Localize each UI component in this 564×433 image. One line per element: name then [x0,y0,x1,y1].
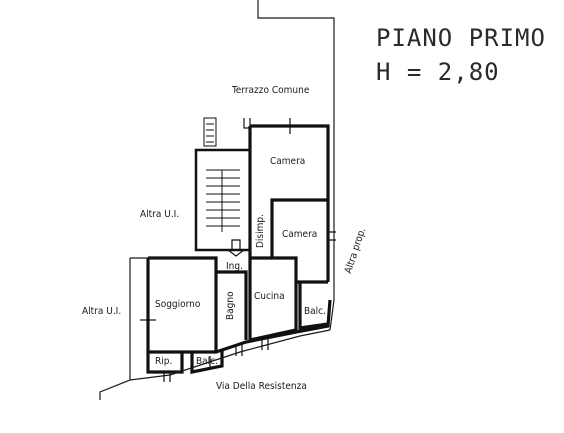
room-label-cucina: Cucina [254,291,285,302]
stair-landing [203,117,217,147]
wall-ripostiglio [146,352,184,374]
window-mark [328,231,336,241]
label-terrazzo-comune: Terrazzo Comune [232,85,310,96]
window-mark [286,118,294,134]
room-label-balcone-right: Balc. [304,306,326,317]
entrance-arrow [226,239,246,257]
room-label-camera-top: Camera [270,156,306,167]
boundary-other-unit-lower [99,258,131,400]
room-label-balcone-bottom: Balc. [196,356,218,367]
room-label-camera-right: Camera [282,229,318,240]
window-mark [235,344,243,356]
stair-upper-steps [206,123,214,143]
street-line [129,329,331,381]
room-label-ingresso: Ing. [226,261,243,272]
property-boundary-line [329,110,335,331]
window-mark [261,336,269,350]
wall-facade [148,299,332,354]
label-altra-ui-lower: Altra U.I. [82,306,122,317]
stair-enclosure [194,148,252,252]
window-mark [163,372,171,382]
label-altra-ui-upper: Altra U.I. [140,209,180,220]
property-boundary-line [257,0,335,110]
wall-bagno [216,270,248,340]
stair-steps [206,169,240,232]
room-label-bagno: Bagno [225,291,236,320]
wall-balcony-right [298,282,329,330]
label-via-della-resistenza: Via Della Resistenza [216,381,307,392]
wall-camera-right-bottom [270,205,328,284]
floor-title: PIANO PRIMO [376,24,546,52]
room-label-disimpegno: Disimp. [255,214,266,248]
room-label-soggiorno: Soggiorno [155,299,201,310]
room-label-ripostiglio: Rip. [155,356,173,367]
height-label: H = 2,80 [376,58,500,86]
terrace-outline [243,118,251,129]
